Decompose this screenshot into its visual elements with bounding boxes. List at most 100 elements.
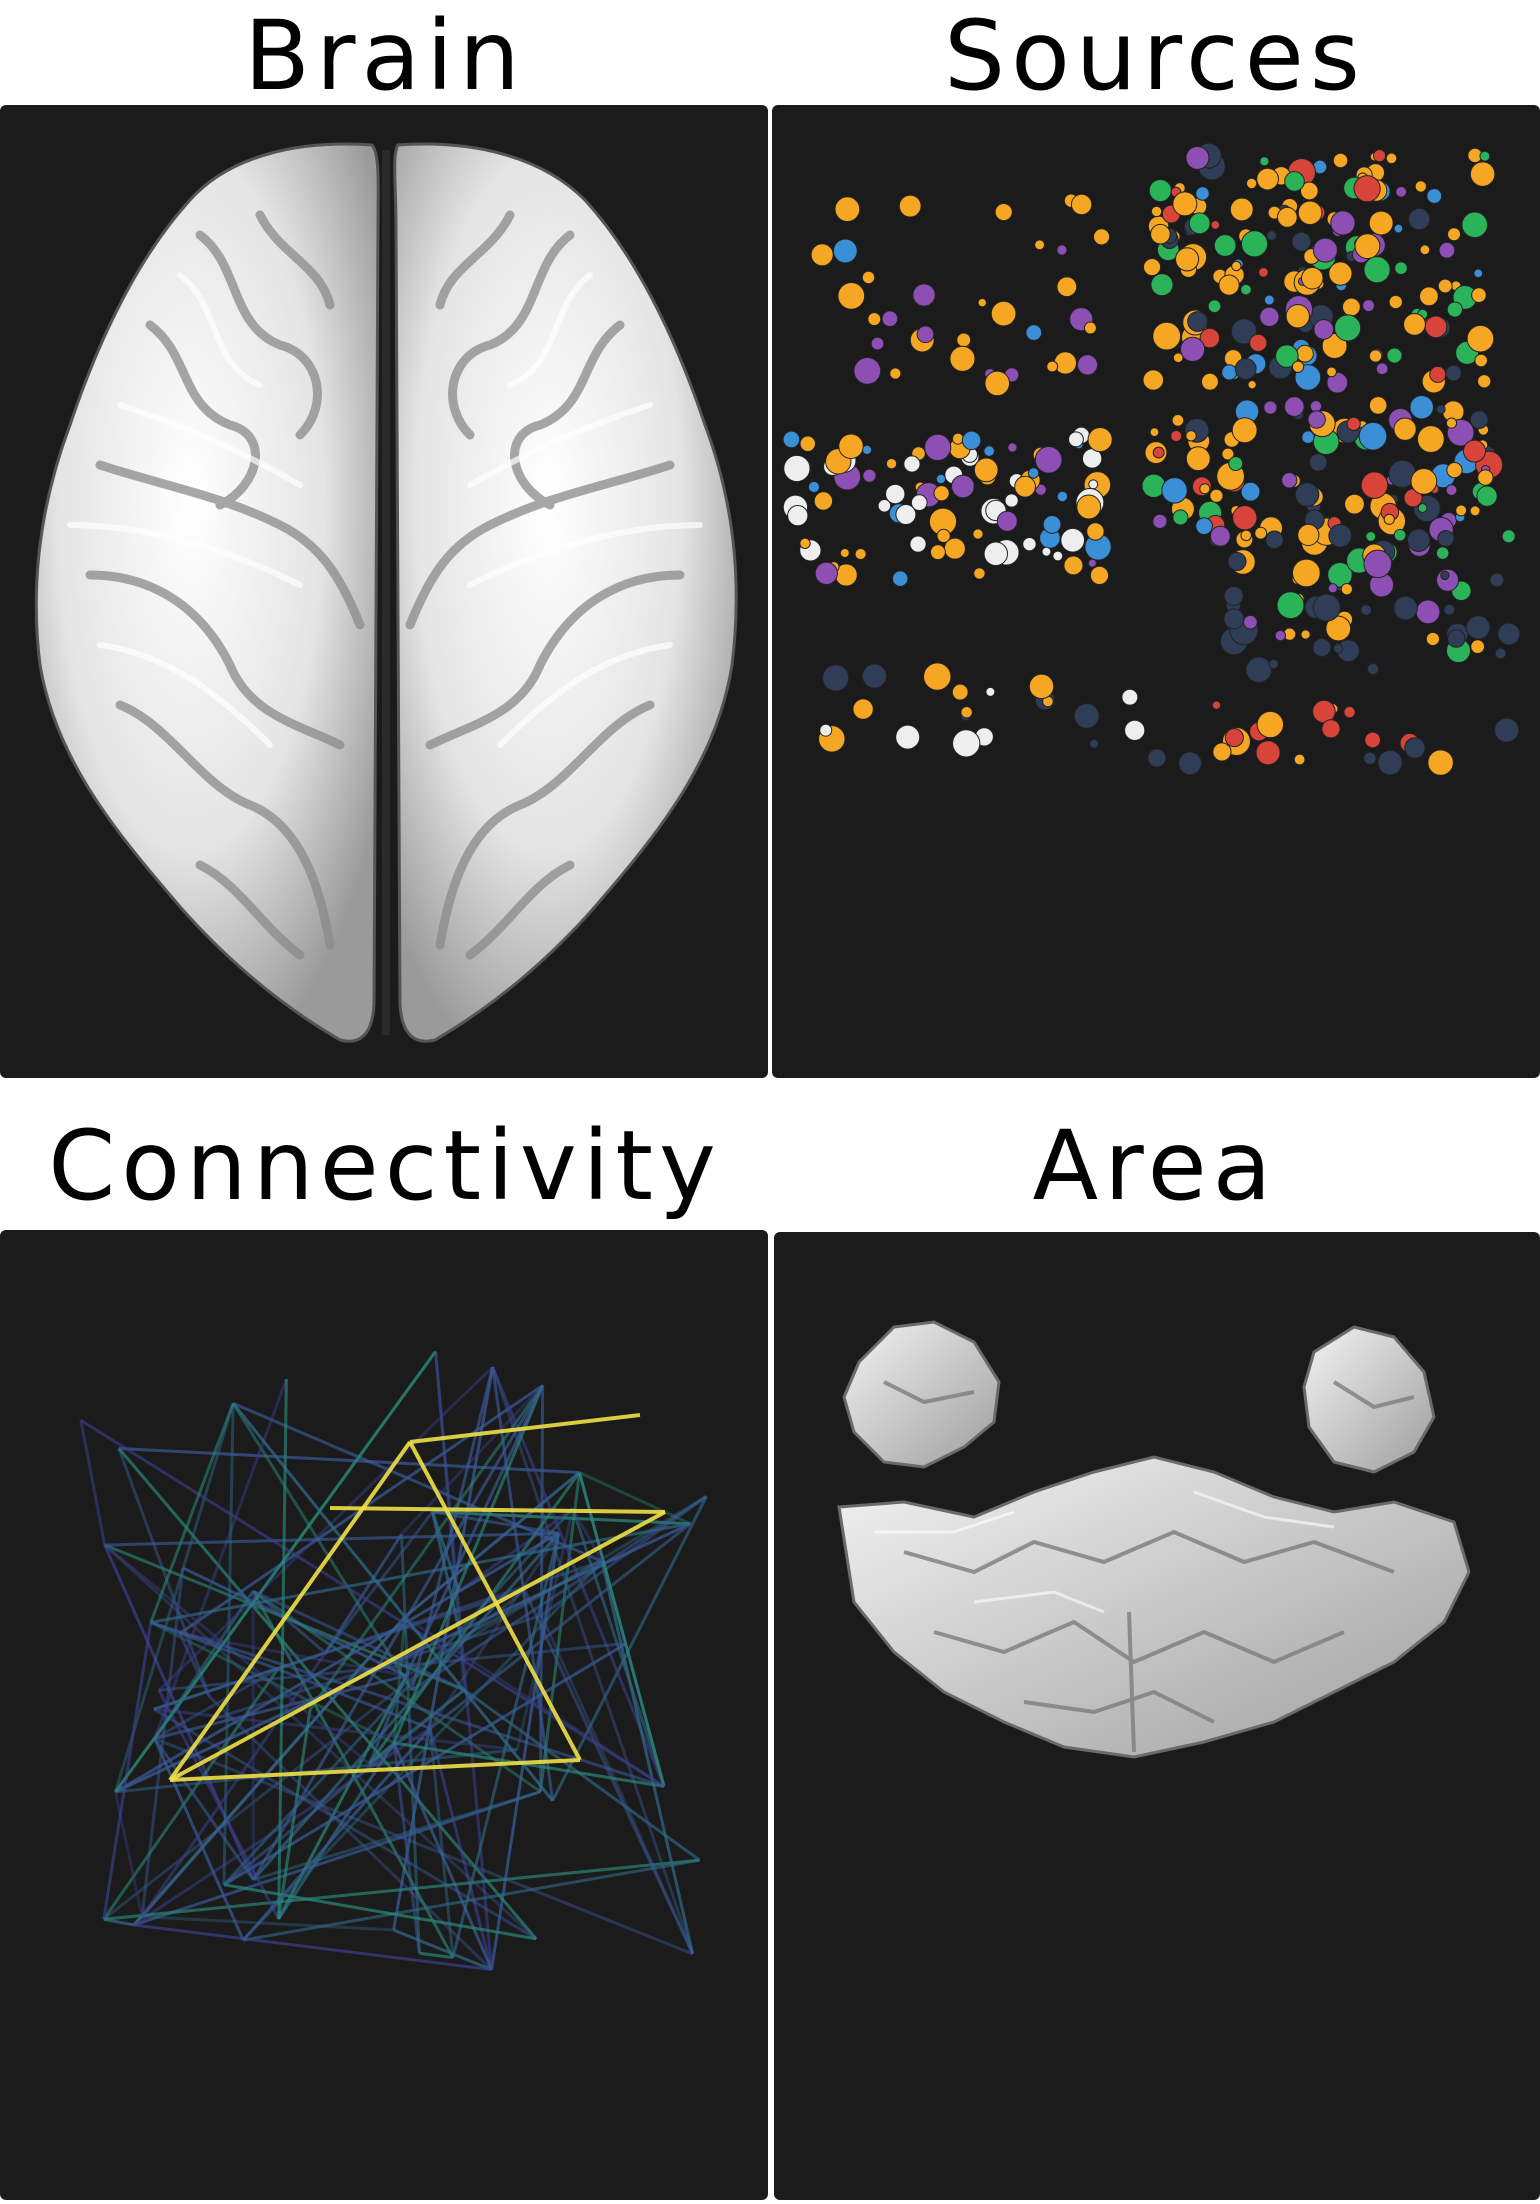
source-point (1152, 446, 1165, 459)
connection-edge (428, 1532, 560, 1730)
source-point (1368, 396, 1388, 415)
source-point (1056, 244, 1068, 256)
source-point (1245, 177, 1258, 190)
connection-edge (222, 1403, 235, 1885)
connection-edge (79, 1419, 107, 1546)
source-point (1187, 311, 1208, 332)
source-point (1042, 515, 1062, 534)
source-point (1427, 749, 1454, 776)
source-point (1063, 555, 1084, 576)
source-point (936, 528, 951, 543)
source-point (1256, 710, 1284, 739)
source-point (1152, 321, 1182, 351)
source-point (1312, 593, 1341, 622)
area-right-lobe (1302, 1325, 1436, 1474)
source-point (852, 698, 874, 720)
source-point (1148, 178, 1172, 203)
connection-edge (393, 1741, 665, 1788)
connection-edge (103, 1543, 538, 1940)
source-point (1274, 629, 1287, 642)
source-point (832, 238, 858, 264)
source-point (1328, 523, 1353, 548)
source-point (1446, 461, 1463, 479)
area-left-lobe (842, 1320, 1001, 1469)
connection-edge (179, 1632, 407, 1678)
connectivity-view-panel[interactable] (0, 1230, 768, 2200)
connection-edge (104, 1531, 559, 1547)
source-point (1292, 558, 1321, 588)
source-point (1445, 484, 1458, 496)
source-point (1223, 585, 1244, 606)
source-point (1207, 299, 1222, 314)
source-point (1471, 287, 1487, 303)
source-point (1211, 700, 1222, 710)
source-point (1469, 505, 1481, 517)
source-point (810, 243, 834, 267)
source-point (1180, 336, 1206, 362)
source-point (1327, 583, 1338, 594)
source-point (1494, 647, 1507, 660)
sources-scatter (782, 142, 1521, 776)
brain-panel-title: Brain (244, 0, 526, 112)
source-point (1212, 742, 1232, 762)
source-point (1375, 362, 1389, 376)
source-point (951, 683, 969, 701)
source-point (822, 664, 850, 692)
source-point (861, 444, 873, 455)
source-point (929, 544, 946, 561)
source-point (1291, 360, 1305, 373)
brain-surface-render (34, 142, 738, 1043)
connection-edge (153, 1667, 279, 1740)
source-point (1070, 193, 1093, 216)
brain-view-panel[interactable] (0, 105, 768, 1078)
connection-edge (114, 1522, 691, 1794)
connection-edge (405, 1495, 708, 1678)
source-point (1332, 643, 1344, 654)
source-point (1477, 469, 1494, 486)
connection-edge (140, 1652, 327, 1918)
source-point (1365, 531, 1377, 542)
source-point (983, 445, 995, 457)
source-point (1034, 445, 1063, 474)
source-point (1385, 152, 1398, 165)
source-point (1247, 380, 1257, 390)
source-point (1377, 749, 1403, 776)
connection-edge (540, 1495, 708, 1617)
connection-edge (251, 1590, 455, 1959)
source-point (1142, 369, 1164, 391)
source-point (1195, 517, 1213, 535)
connection-edge (551, 1495, 708, 1802)
source-point (1395, 186, 1407, 198)
source-point (916, 325, 935, 344)
connection-edge (277, 1378, 288, 1920)
source-point (1266, 230, 1277, 241)
source-point (1152, 513, 1168, 529)
source-point (1473, 268, 1484, 279)
connection-edge (368, 1741, 396, 1765)
source-point (1178, 751, 1203, 776)
source-point (1436, 404, 1446, 415)
source-point (1007, 442, 1018, 453)
source-point (1419, 244, 1431, 256)
connection-edge (400, 1534, 421, 1954)
source-point (1403, 312, 1426, 336)
sources-view-panel[interactable] (772, 105, 1540, 1078)
source-point (1068, 431, 1084, 448)
source-point (1479, 150, 1491, 162)
source-point (877, 499, 892, 513)
source-point (1285, 304, 1310, 329)
source-point (1199, 327, 1221, 349)
connectivity-panel-title: Connectivity (48, 1110, 722, 1222)
source-point (1022, 536, 1037, 552)
source-point (870, 336, 885, 351)
source-point (1240, 481, 1261, 502)
source-point (839, 548, 850, 559)
connection-edge (429, 1522, 692, 1730)
source-point (782, 430, 801, 449)
connection-edge (463, 1688, 701, 1862)
source-point (1255, 740, 1281, 766)
source-point (1470, 639, 1486, 655)
source-point (1195, 186, 1210, 201)
source-point (1245, 656, 1272, 683)
area-view-panel[interactable] (774, 1232, 1540, 2200)
